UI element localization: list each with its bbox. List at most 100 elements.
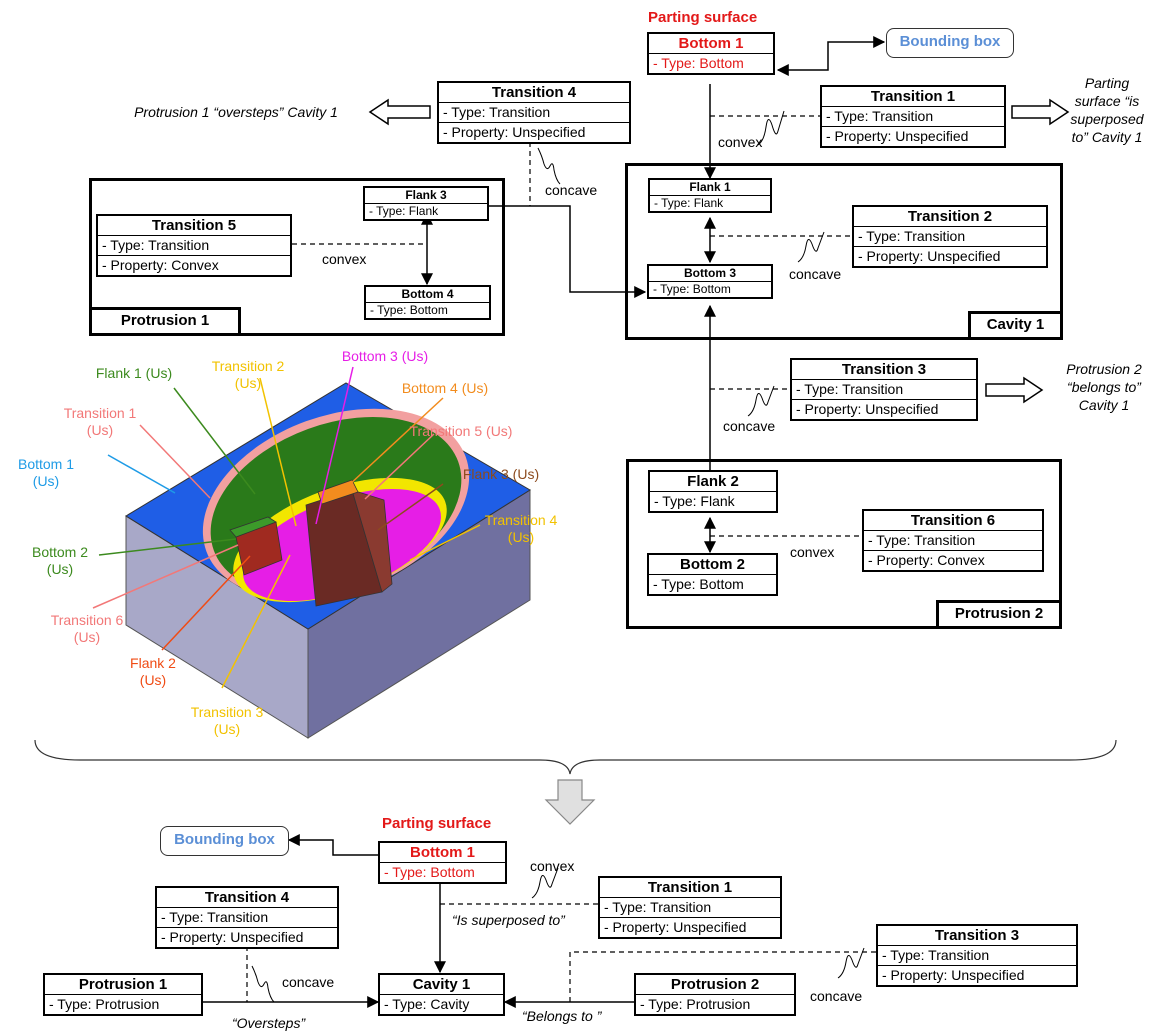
- node-title: Transition 4: [157, 888, 337, 908]
- node-title: Transition 1: [600, 878, 780, 898]
- node-type: - Type: Flank: [369, 204, 439, 218]
- node-property: - Property: Convex: [868, 552, 985, 568]
- label-convex: convex: [322, 251, 367, 267]
- flank3-node[interactable]: Flank 3 - Type: Flank: [363, 186, 489, 221]
- bottom4-node[interactable]: Bottom 4 - Type: Bottom: [364, 285, 491, 320]
- label-concave: concave: [545, 182, 598, 198]
- leader-lines: [92, 366, 481, 689]
- parting-surface-title: Parting surface: [648, 9, 758, 26]
- model-label-flank3: Flank 3 (Us): [462, 466, 540, 482]
- node-type: - Type: Transition: [98, 236, 290, 256]
- node-property: - Property: Unspecified: [882, 967, 1025, 983]
- edge-bottom1-boundingbox: [776, 36, 886, 76]
- cavity1-label: Cavity 1: [968, 311, 1063, 340]
- node-type: - Type: Protrusion: [49, 996, 160, 1012]
- annotation-belongs: Protrusion 2 “belongs to” Cavity 1: [1066, 361, 1142, 413]
- node-title: Transition 1: [822, 87, 1004, 107]
- node-title: Flank 3: [365, 188, 487, 204]
- node-type: - Type: Transition: [878, 946, 1076, 966]
- bottom2-node[interactable]: Bottom 2 - Type: Bottom: [647, 553, 778, 596]
- cad-model: [125, 382, 531, 739]
- node-type: - Type: Bottom: [653, 576, 744, 592]
- node-title: Flank 2: [650, 472, 776, 492]
- node-type: - Type: Protrusion: [640, 996, 751, 1012]
- model-label-transition4: Transition 4 (Us): [484, 512, 558, 545]
- bottom1-node[interactable]: Bottom 1 - Type: Bottom: [647, 32, 775, 75]
- flank2-node[interactable]: Flank 2 - Type: Flank: [648, 470, 778, 513]
- model-label-flank2: Flank 2 (Us): [130, 655, 176, 688]
- node-type: - Type: Transition: [822, 107, 1004, 127]
- node-title: Bottom 3: [649, 266, 771, 282]
- node-title: Transition 4: [439, 83, 629, 103]
- bottom3-node[interactable]: Bottom 3 - Type: Bottom: [647, 264, 773, 299]
- model-label-bottom2: Bottom 2 (Us): [31, 544, 89, 577]
- curly-brace: [34, 739, 1117, 775]
- protrusion2-node-bottom[interactable]: Protrusion 2 - Type: Protrusion: [634, 973, 796, 1016]
- hollow-arrow-oversteps: [368, 98, 431, 126]
- label-belongs: “Belongs to ”: [522, 1008, 602, 1024]
- transition4-node[interactable]: Transition 4 - Type: Transition - Proper…: [437, 81, 631, 144]
- node-title: Protrusion 2: [636, 975, 794, 995]
- node-property: - Property: Convex: [102, 257, 219, 273]
- bounding-box-node-bottom[interactable]: Bounding box: [160, 826, 289, 856]
- node-type: - Type: Cavity: [384, 996, 470, 1012]
- annotation-superposed: Parting surface “is superposed to” Cavit…: [1070, 75, 1144, 145]
- flank1-node[interactable]: Flank 1 - Type: Flank: [648, 178, 772, 213]
- node-title: Protrusion 1: [45, 975, 201, 995]
- node-property: - Property: Unspecified: [604, 919, 747, 935]
- node-type: - Type: Bottom: [653, 282, 731, 296]
- model-label-transition5: Transition 5 (Us): [409, 423, 513, 439]
- bottom1-node-bottom[interactable]: Bottom 1 - Type: Bottom: [378, 841, 507, 884]
- edge-flank3-bottom3: [487, 205, 647, 298]
- node-type: - Type: Bottom: [370, 303, 448, 317]
- node-title: Transition 3: [792, 360, 976, 380]
- transition1-node[interactable]: Transition 1 - Type: Transition - Proper…: [820, 85, 1006, 148]
- hollow-arrow-belongs: [985, 376, 1044, 404]
- label-concave-bottom: concave: [282, 974, 335, 990]
- hollow-arrow-superposed: [1011, 98, 1070, 126]
- label-concave2-bottom: concave: [810, 988, 863, 1004]
- protrusion2-label: Protrusion 2: [936, 600, 1062, 629]
- node-type: - Type: Transition: [157, 908, 337, 928]
- transition4-node-bottom[interactable]: Transition 4 - Type: Transition - Proper…: [155, 886, 339, 949]
- transition1-node-bottom[interactable]: Transition 1 - Type: Transition - Proper…: [598, 876, 782, 939]
- node-type: - Type: Bottom: [653, 55, 744, 71]
- transition6-node[interactable]: Transition 6 - Type: Transition - Proper…: [862, 509, 1044, 572]
- label-is-superposed: “Is superposed to”: [452, 912, 565, 928]
- node-title: Transition 6: [864, 511, 1042, 531]
- node-title: Transition 2: [854, 207, 1046, 227]
- node-type: - Type: Transition: [854, 227, 1046, 247]
- node-type: - Type: Transition: [864, 531, 1042, 551]
- node-type: - Type: Flank: [654, 196, 724, 210]
- cavity1-node-bottom[interactable]: Cavity 1 - Type: Cavity: [378, 973, 505, 1016]
- node-title: Cavity 1: [380, 975, 503, 995]
- transition3-node[interactable]: Transition 3 - Type: Transition - Proper…: [790, 358, 978, 421]
- node-property: - Property: Unspecified: [161, 929, 304, 945]
- node-property: - Property: Unspecified: [443, 124, 586, 140]
- transition3-node-bottom[interactable]: Transition 3 - Type: Transition - Proper…: [876, 924, 1078, 987]
- model-label-bottom4: Bottom 4 (Us): [401, 380, 489, 396]
- model-label-transition3: Transition 3 (Us): [190, 704, 264, 737]
- label-convex: convex: [718, 134, 763, 150]
- node-property: - Property: Unspecified: [858, 248, 1001, 264]
- node-title: Bottom 1: [380, 843, 505, 863]
- node-title: Bottom 4: [366, 287, 489, 303]
- label-concave: concave: [723, 418, 776, 434]
- bounding-box-node[interactable]: Bounding box: [886, 28, 1014, 58]
- node-type: - Type: Transition: [792, 380, 976, 400]
- model-label-transition6: Transition 6 (Us): [50, 612, 124, 645]
- annotation-oversteps: Protrusion 1 “oversteps” Cavity 1: [134, 104, 338, 120]
- node-type: - Type: Transition: [439, 103, 629, 123]
- transition5-node[interactable]: Transition 5 - Type: Transition - Proper…: [96, 214, 292, 277]
- protrusion2-group: [626, 459, 1062, 629]
- node-title: Flank 1: [650, 180, 770, 196]
- protrusion1-label: Protrusion 1: [89, 307, 241, 336]
- parting-surface-title-bottom: Parting surface: [382, 815, 492, 832]
- label-convex: convex: [790, 544, 835, 560]
- node-title: Transition 5: [98, 216, 290, 236]
- protrusion1-node-bottom[interactable]: Protrusion 1 - Type: Protrusion: [43, 973, 203, 1016]
- node-property: - Property: Unspecified: [796, 401, 939, 417]
- label-convex-bottom: convex: [530, 858, 575, 874]
- transition2-node[interactable]: Transition 2 - Type: Transition - Proper…: [852, 205, 1048, 268]
